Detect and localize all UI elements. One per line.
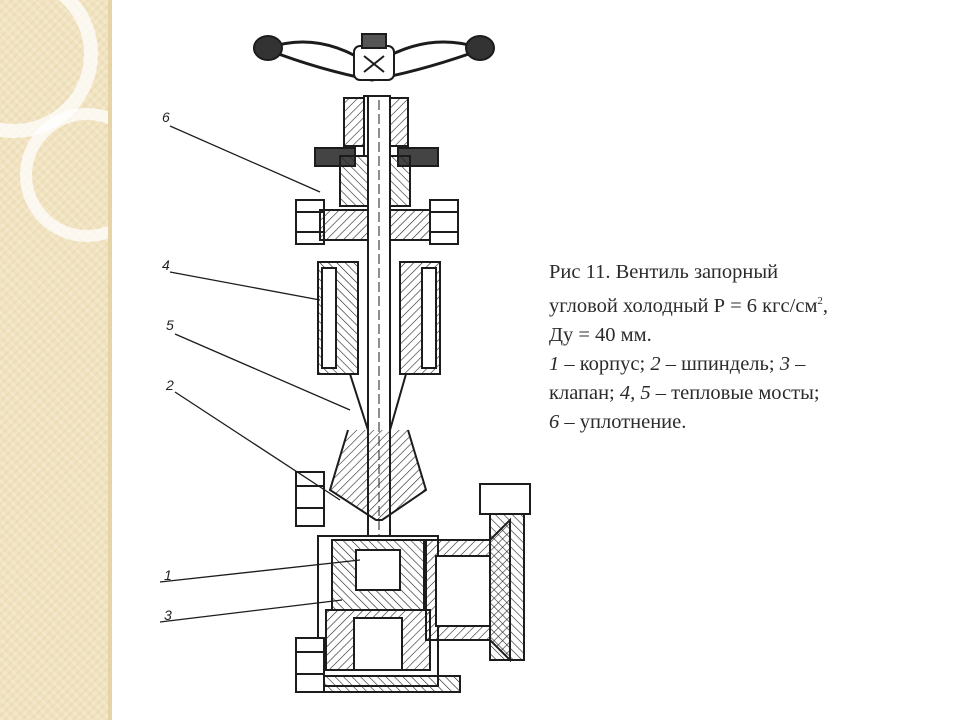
caption-title-line-2-text: угловой холодный Р = 6 кгс/см [549, 295, 818, 317]
handwheel [253, 33, 495, 82]
caption-superscript: 2 [817, 295, 823, 307]
valve-technical-drawing: 6 4 5 2 1 3 [159, 33, 531, 693]
legend-text: – [789, 353, 806, 375]
legend-num: 6 [549, 411, 560, 433]
callout-leaders [159, 125, 361, 623]
legend-text: клапан; [549, 382, 620, 404]
caption-title-line-2: угловой холодный Р = 6 кгс/см2, [549, 287, 929, 321]
legend-num: 4, 5 [619, 382, 651, 404]
legend-text: – корпус; [559, 353, 651, 375]
caption-title-line-3: Ду = 40 мм. [549, 324, 652, 346]
figure-caption: Рис 11. Вентиль запорный угловой холодны… [549, 258, 929, 437]
callout-6: 6 [162, 109, 170, 125]
thermal-bridge-housing [317, 261, 441, 431]
legend-num: 2 [650, 353, 661, 375]
legend-num: 1 [549, 353, 560, 375]
callout-1: 1 [164, 567, 172, 583]
callout-3: 3 [164, 607, 172, 623]
callout-4: 4 [162, 257, 170, 273]
caption-title-line-2-end: , [822, 295, 829, 317]
callout-5: 5 [166, 317, 174, 333]
legend-text: – тепловые мосты; [650, 382, 820, 404]
decorative-sidebar [0, 0, 108, 720]
sidebar-divider [108, 0, 112, 720]
valve-body [295, 429, 531, 693]
legend-text: – уплотнение. [559, 411, 687, 433]
legend-text: – шпиндель; [660, 353, 780, 375]
legend-num: 3 [779, 353, 790, 375]
caption-title-line-1: Рис 11. Вентиль запорный [549, 261, 779, 283]
callout-2: 2 [165, 377, 174, 393]
caption-legend-line-3: 6 – уплотнение. [549, 408, 929, 437]
caption-legend-line-2: клапан; 4, 5 – тепловые мосты; [549, 379, 929, 408]
caption-legend-line-1: 1 – корпус; 2 – шпиндель; 3 – [549, 350, 929, 379]
